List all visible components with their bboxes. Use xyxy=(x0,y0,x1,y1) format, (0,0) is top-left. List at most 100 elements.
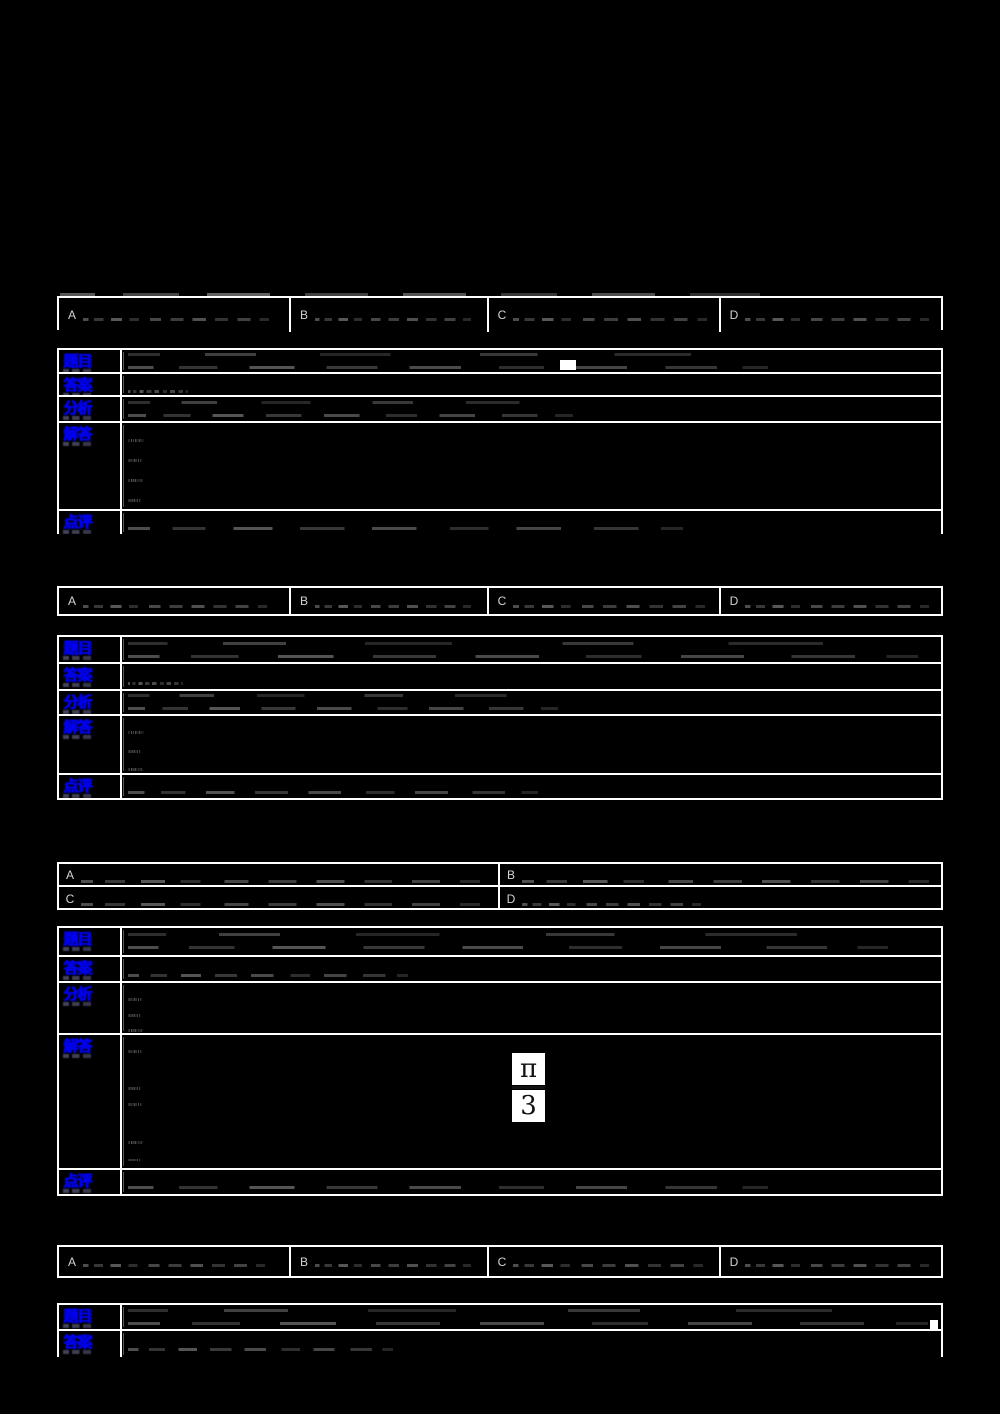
explanation-row-question: 题目 xyxy=(59,928,941,957)
row-label-question: 题目 xyxy=(59,1305,122,1329)
option-text-c xyxy=(513,298,717,332)
option-text-c xyxy=(81,887,498,910)
fraction-numerator: π xyxy=(512,1053,546,1085)
option-text-b xyxy=(315,298,485,332)
row-label-answer: 答案 xyxy=(59,374,122,395)
explanation-table-2: 题目 答案 分析 解答 xyxy=(57,635,943,800)
row-content-analysis xyxy=(122,397,941,421)
option-cell-d[interactable]: D xyxy=(721,1247,941,1276)
option-letter-b: B xyxy=(506,867,515,882)
scan-speck xyxy=(560,360,576,370)
math-fraction-pi-over-3: π 3 xyxy=(512,1053,546,1122)
option-cell-c[interactable]: C xyxy=(489,588,721,614)
explanation-row-comment: 点评 xyxy=(59,1170,941,1194)
option-letter-d: D xyxy=(729,594,739,608)
option-text-a xyxy=(81,864,498,885)
explanation-row-question: 题目 xyxy=(59,1305,941,1331)
options-row: A B C D xyxy=(59,588,941,614)
row-label-analysis: 分析 xyxy=(59,691,122,714)
row-content-answer xyxy=(122,374,941,395)
row-content-answer xyxy=(122,664,941,689)
options-table-1: A B C D xyxy=(57,296,943,332)
option-cell-b[interactable]: B xyxy=(291,1247,489,1276)
row-content-solution xyxy=(122,423,941,509)
option-text-d xyxy=(745,1247,939,1276)
option-cell-c[interactable]: C xyxy=(59,887,500,910)
row-label-comment: 点评 xyxy=(59,511,122,534)
options-row-bottom: C D xyxy=(59,887,941,910)
explanation-row-answer: 答案 xyxy=(59,374,941,397)
explanation-row-answer: 答案 xyxy=(59,1331,941,1357)
explanation-table-1: 题目 答案 分析 解答 xyxy=(57,348,943,534)
explanation-table-3: 题目 答案 分析 解答 xyxy=(57,926,943,1196)
explanation-row-analysis: 分析 xyxy=(59,691,941,716)
row-label-question: 题目 xyxy=(59,928,122,955)
option-letter-a: A xyxy=(67,308,76,322)
options-table-3: A B C D xyxy=(57,862,943,910)
option-cell-d[interactable]: D xyxy=(721,298,941,332)
row-content-answer xyxy=(122,957,941,981)
row-content-comment xyxy=(122,775,941,798)
option-cell-a[interactable]: A xyxy=(59,588,291,614)
option-text-c xyxy=(513,588,717,614)
option-letter-d: D xyxy=(729,308,739,322)
row-content-analysis xyxy=(122,983,941,1033)
option-cell-b[interactable]: B xyxy=(291,298,489,332)
row-label-answer: 答案 xyxy=(59,664,122,689)
row-content-comment xyxy=(122,1170,941,1194)
row-label-solution: 解答 xyxy=(59,423,122,509)
fraction-denominator: 3 xyxy=(512,1090,546,1122)
option-letter-a: A xyxy=(67,1254,76,1269)
row-content-question xyxy=(122,350,941,372)
option-letter-a: A xyxy=(67,594,76,608)
option-text-b xyxy=(522,864,941,885)
option-letter-b: B xyxy=(299,308,308,322)
option-letter-b: B xyxy=(299,1254,308,1269)
option-text-c xyxy=(513,1247,717,1276)
scan-speck xyxy=(930,1320,938,1329)
option-text-a xyxy=(83,588,287,614)
option-cell-b[interactable]: B xyxy=(500,864,941,885)
option-text-a xyxy=(83,1247,287,1276)
explanation-row-solution: 解答 π 3 xyxy=(59,1035,941,1170)
option-cell-d[interactable]: D xyxy=(721,588,941,614)
row-label-question: 题目 xyxy=(59,350,122,372)
option-text-d xyxy=(522,887,941,910)
explanation-row-answer: 答案 xyxy=(59,664,941,691)
row-label-solution: 解答 xyxy=(59,716,122,773)
fraction-bar xyxy=(512,1086,546,1089)
option-cell-c[interactable]: C xyxy=(489,298,721,332)
row-content-answer xyxy=(122,1331,941,1357)
option-cell-d[interactable]: D xyxy=(500,887,941,910)
row-content-solution: π 3 xyxy=(122,1035,941,1168)
option-cell-a[interactable]: A xyxy=(59,864,500,885)
option-letter-c: C xyxy=(497,308,507,322)
options-table-4: A B C D xyxy=(57,1245,943,1278)
option-letter-d: D xyxy=(729,1254,739,1269)
row-content-question xyxy=(122,1305,941,1329)
explanation-row-comment: 点评 xyxy=(59,775,941,798)
row-content-question xyxy=(122,928,941,955)
options-row: A B C D xyxy=(59,1247,941,1276)
row-label-question: 题目 xyxy=(59,637,122,662)
row-label-analysis: 分析 xyxy=(59,397,122,421)
explanation-row-solution: 解答 xyxy=(59,423,941,511)
option-cell-b[interactable]: B xyxy=(291,588,489,614)
option-cell-a[interactable]: A xyxy=(59,1247,291,1276)
question-stem-1 xyxy=(60,283,760,297)
option-text-b xyxy=(315,588,485,614)
options-row-top: A B xyxy=(59,864,941,887)
explanation-row-question: 题目 xyxy=(59,350,941,374)
option-letter-c: C xyxy=(497,1254,507,1269)
option-text-d xyxy=(745,588,939,614)
option-cell-a[interactable]: A xyxy=(59,298,291,332)
option-letter-d: D xyxy=(506,891,516,906)
row-content-analysis xyxy=(122,691,941,714)
explanation-table-4: 题目 答案 xyxy=(57,1303,943,1357)
option-cell-c[interactable]: C xyxy=(489,1247,721,1276)
row-content-question xyxy=(122,637,941,662)
row-label-answer: 答案 xyxy=(59,1331,122,1357)
row-label-analysis: 分析 xyxy=(59,983,122,1033)
explanation-row-question: 题目 xyxy=(59,637,941,664)
